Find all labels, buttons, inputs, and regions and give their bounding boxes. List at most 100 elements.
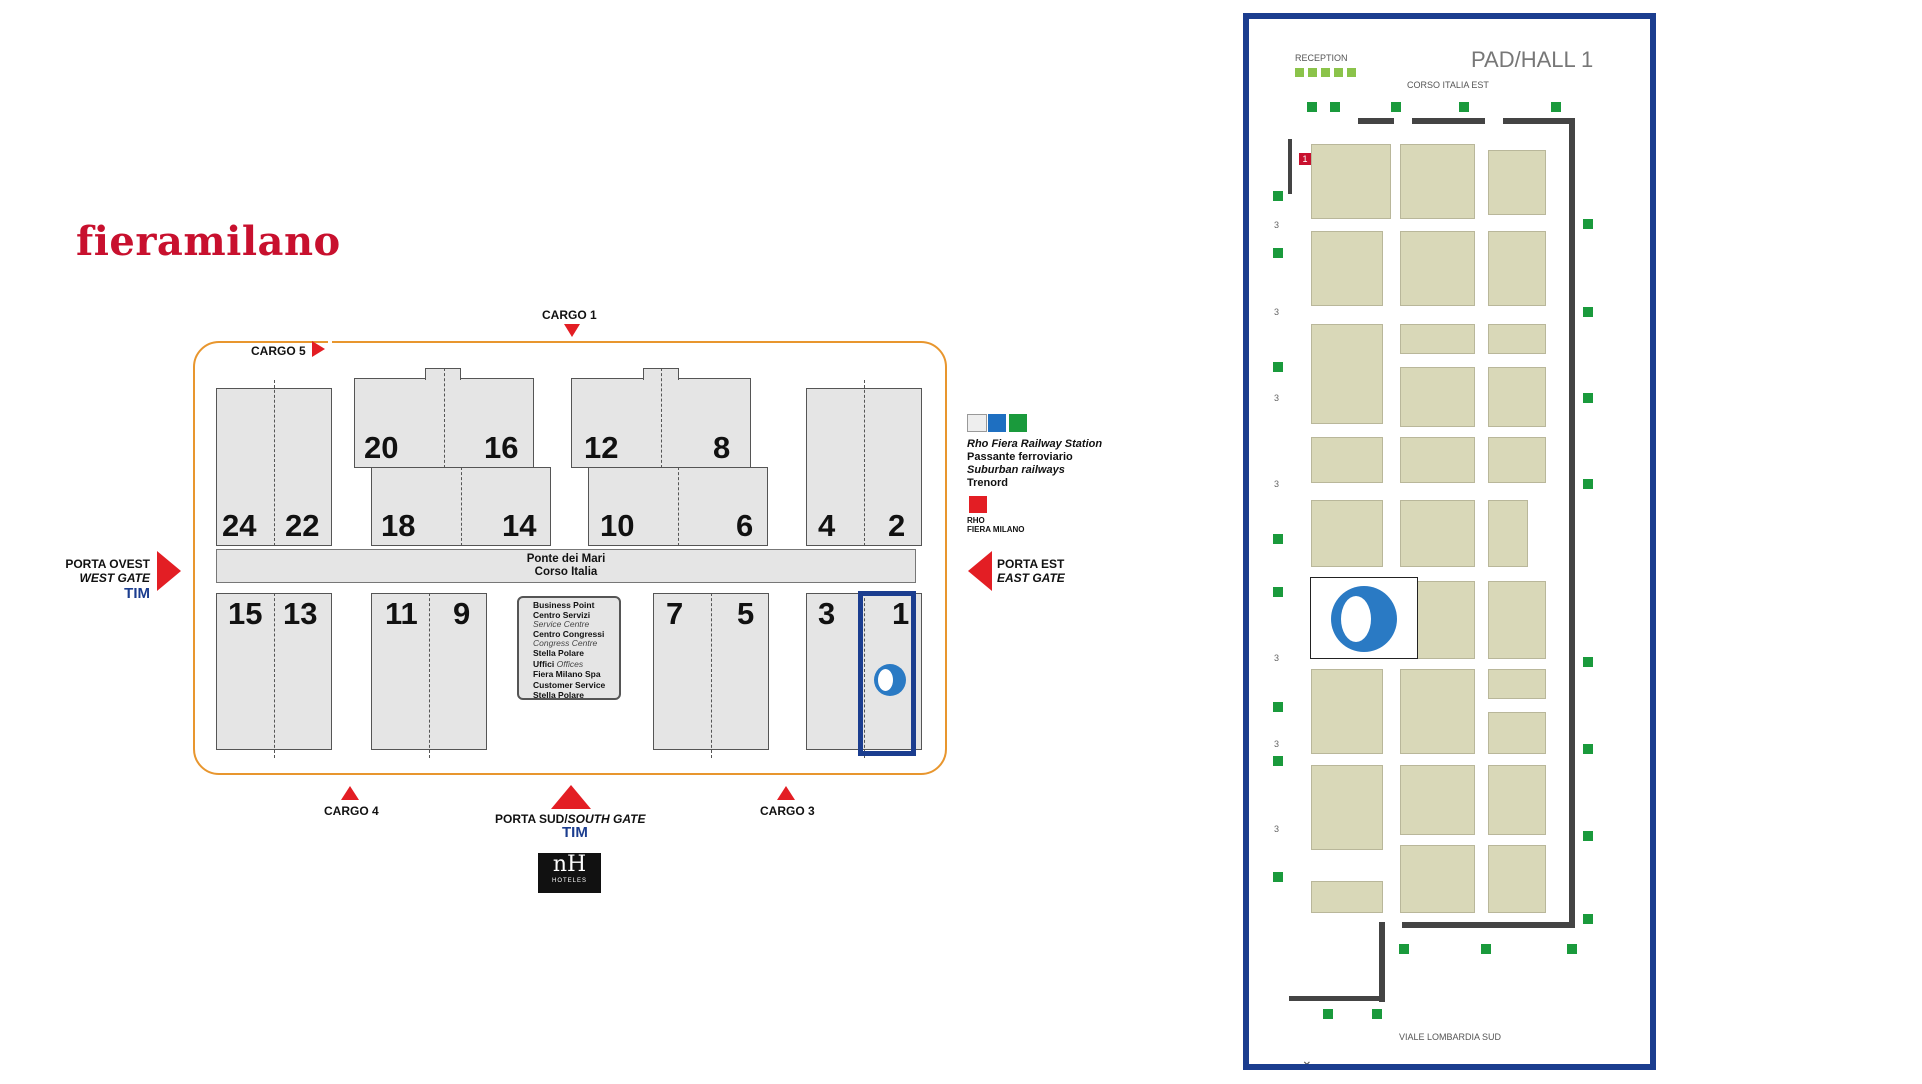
- exit-icon: [1567, 944, 1577, 954]
- stand-block[interactable]: [1488, 845, 1546, 913]
- hall-number[interactable]: 12: [584, 430, 619, 465]
- hall-number[interactable]: 11: [385, 596, 418, 631]
- business-point-box[interactable]: Business Point Centro Servizi Service Ce…: [517, 596, 621, 700]
- stand-block[interactable]: [1488, 324, 1546, 354]
- stand-block[interactable]: [1400, 500, 1475, 567]
- stand-block[interactable]: [1400, 765, 1475, 835]
- hall-number[interactable]: 7: [666, 596, 684, 631]
- hall-1-plan: PAD/HALL 1 RECEPTION CORSO ITALIA EST VI…: [1243, 13, 1656, 1070]
- stand-block[interactable]: [1488, 500, 1528, 567]
- stand-block[interactable]: [1400, 367, 1475, 427]
- stand-block[interactable]: [1488, 712, 1546, 754]
- south-gate-label: PORTA SUD/SOUTH GATE: [495, 812, 646, 826]
- stand-block[interactable]: [1488, 367, 1546, 427]
- hall-number[interactable]: 1: [892, 596, 910, 631]
- hall-entrance-marker: 1: [1299, 153, 1311, 165]
- nh-hoteles-logo[interactable]: nH HOTELES: [538, 853, 601, 893]
- hall-number[interactable]: 22: [285, 508, 320, 543]
- hall-number[interactable]: 3: [818, 596, 836, 631]
- exit-icon: [1583, 831, 1593, 841]
- exit-icon: [1273, 702, 1283, 712]
- hall-number[interactable]: 18: [381, 508, 416, 543]
- cargo-4-label: CARGO 4: [324, 804, 379, 818]
- hall-number[interactable]: 13: [283, 596, 318, 631]
- east-gate-arrow-icon[interactable]: [968, 551, 992, 591]
- stand-block[interactable]: [1311, 437, 1383, 483]
- stand-block[interactable]: [1400, 845, 1475, 913]
- stand-block[interactable]: [1311, 324, 1383, 424]
- stand-block[interactable]: [1400, 669, 1475, 754]
- metro-m-icon: [969, 496, 987, 513]
- exit-icon: [1307, 102, 1317, 112]
- exit-icon: [1273, 191, 1283, 201]
- reception-label: RECEPTION: [1295, 53, 1348, 63]
- south-street-label: VIALE LOMBARDIA SUD: [1399, 1032, 1502, 1042]
- west-gate-arrow-icon[interactable]: [157, 551, 181, 591]
- exit-icon: [1273, 362, 1283, 372]
- stand-block[interactable]: [1488, 669, 1546, 699]
- hall-number[interactable]: 6: [736, 508, 754, 543]
- cargo-5-arrow-icon: [312, 341, 325, 357]
- fieramilano-logo: fieramilano: [76, 218, 341, 265]
- exit-icon: [1399, 944, 1409, 954]
- exit-icon: [1583, 744, 1593, 754]
- stand-block[interactable]: [1311, 144, 1391, 219]
- exit-icon: [1372, 1009, 1382, 1019]
- cargo-1-arrow-icon: [564, 324, 580, 337]
- hall-number[interactable]: 2: [888, 508, 906, 543]
- south-gate-arrow-icon[interactable]: [551, 785, 591, 809]
- exit-icon: [1323, 1009, 1333, 1019]
- stand-block[interactable]: [1488, 231, 1546, 306]
- exit-icon: [1391, 102, 1401, 112]
- exit-icon: [1551, 102, 1561, 112]
- stand-block[interactable]: [1400, 231, 1475, 306]
- cargo-3-arrow-icon: [777, 786, 795, 800]
- north-street-label: CORSO ITALIA EST: [1407, 80, 1489, 90]
- exit-icon: [1273, 872, 1283, 882]
- hall-number[interactable]: 10: [600, 508, 635, 543]
- exit-icon: [1583, 479, 1593, 489]
- stand-block[interactable]: [1311, 231, 1383, 306]
- exit-icon: [1330, 102, 1340, 112]
- exit-icon: [1273, 587, 1283, 597]
- stand-block[interactable]: [1311, 669, 1383, 754]
- exit-icon: [1583, 219, 1593, 229]
- fairground-perimeter: [193, 341, 947, 775]
- east-gate-label: PORTA EST EAST GATE: [997, 557, 1065, 585]
- exit-icon: [1481, 944, 1491, 954]
- hall-number[interactable]: 14: [502, 508, 537, 543]
- hall-number[interactable]: 20: [364, 430, 399, 465]
- hall-1-highlight[interactable]: [858, 591, 916, 756]
- stand-block[interactable]: [1400, 437, 1475, 483]
- hall-number[interactable]: 8: [713, 430, 731, 465]
- reception-services-icon: [1295, 68, 1360, 77]
- tim-logo: TIM: [562, 824, 588, 841]
- cargo-1-label: CARGO 1: [542, 308, 597, 322]
- railway-info: Rho Fiera Railway Station Passante ferro…: [967, 438, 1103, 489]
- stand-block[interactable]: [1400, 324, 1475, 354]
- west-gate-label: PORTA OVEST WEST GATE TIM: [65, 557, 150, 602]
- stand-block[interactable]: [1488, 765, 1546, 835]
- exit-icon: [1459, 102, 1469, 112]
- metro-station-label: RHO FIERA MILANO: [967, 516, 1025, 534]
- cargo-5-label: CARGO 5: [251, 344, 306, 358]
- hall-number[interactable]: 16: [484, 430, 519, 465]
- stand-block[interactable]: [1311, 765, 1383, 850]
- stand-block[interactable]: [1488, 437, 1546, 483]
- stand-block[interactable]: [1311, 881, 1383, 913]
- cargo-4-arrow-icon: [341, 786, 359, 800]
- exhibitor-logo-icon: [874, 664, 906, 696]
- chevron-down-icon[interactable]: ⌄: [1301, 1052, 1313, 1068]
- hall-number[interactable]: 9: [453, 596, 471, 631]
- hall-number[interactable]: 24: [222, 508, 257, 543]
- stand-block[interactable]: [1311, 500, 1383, 567]
- trenord-icon: [1009, 414, 1027, 432]
- hall-number[interactable]: 15: [228, 596, 263, 631]
- exit-icon: [1583, 307, 1593, 317]
- stand-block[interactable]: [1488, 150, 1546, 215]
- hall-number[interactable]: 4: [818, 508, 836, 543]
- stand-block[interactable]: [1400, 144, 1475, 219]
- hall-number[interactable]: 5: [737, 596, 755, 631]
- exit-icon: [1583, 657, 1593, 667]
- stand-block[interactable]: [1488, 581, 1546, 659]
